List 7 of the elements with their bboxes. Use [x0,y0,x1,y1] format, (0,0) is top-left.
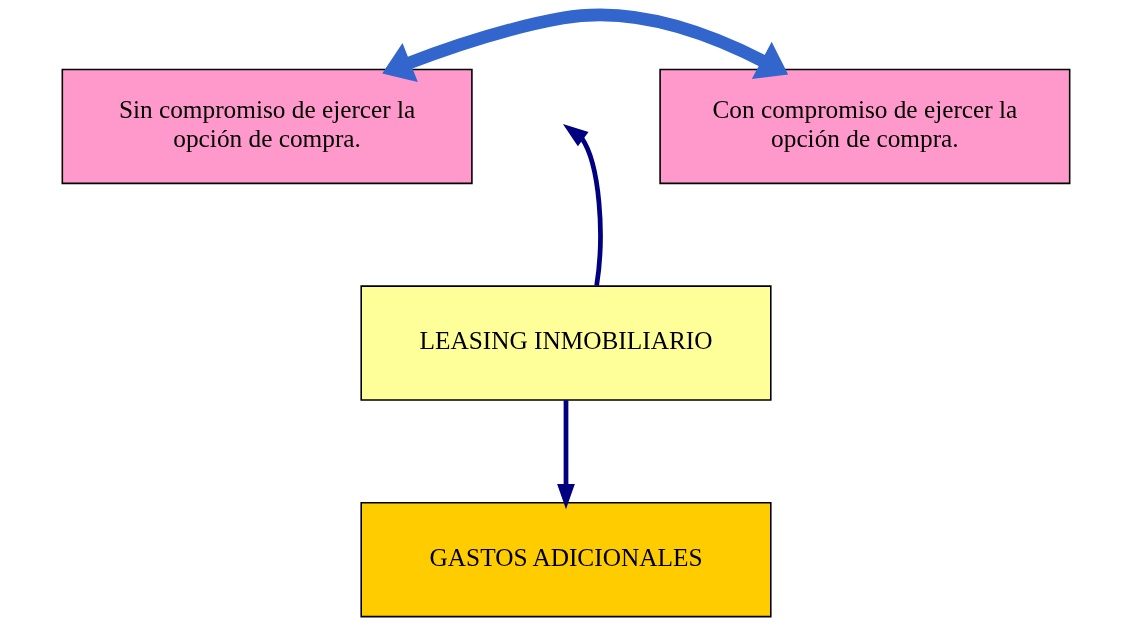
arrow [557,400,575,510]
arrow [562,123,603,286]
node-box: GASTOS ADICIONALES [360,502,772,618]
node-box: LEASING INMOBILIARIO [360,285,772,401]
arrow [382,8,789,83]
node-box: Con compromiso de ejercer la opción de compra. [659,68,1071,185]
node-box: Sin compromiso de ejercer la opción de compra. [61,68,473,185]
